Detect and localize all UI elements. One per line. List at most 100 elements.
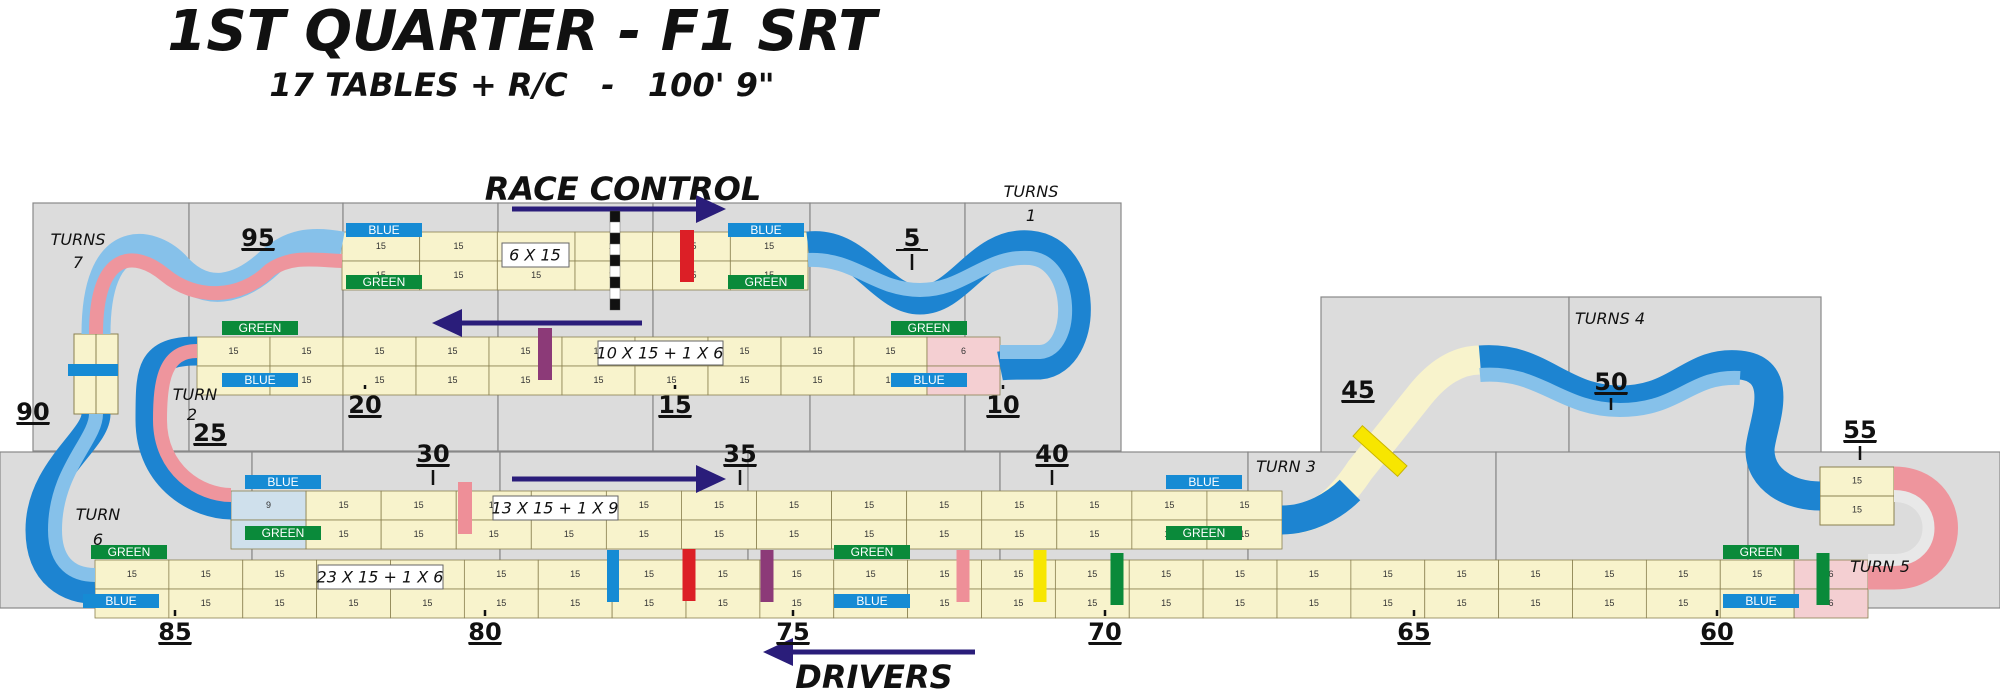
curve-inner: [1868, 490, 1935, 566]
piece-value: 15: [489, 529, 499, 539]
piece-value: 15: [718, 598, 728, 608]
straight-piece: [1128, 588, 1204, 619]
straight-piece: [906, 490, 983, 521]
straight-piece: [1276, 559, 1352, 590]
lane-tag-green: [1166, 526, 1242, 540]
piece-value: 15: [666, 375, 676, 385]
drivers-label: DRIVERS: [795, 658, 952, 693]
piece-value: 15: [1852, 475, 1862, 485]
curve-outer: [1281, 479, 1361, 535]
start-finish-square: [609, 287, 621, 300]
piece-value: 15: [1678, 598, 1688, 608]
page-subtitle: 17 TABLES + R/C - 100' 9": [269, 66, 774, 104]
piece-value: 15: [864, 500, 874, 510]
distance-marker-20: 20: [348, 391, 381, 419]
piece-value: 15: [414, 529, 424, 539]
piece-value: 15: [201, 569, 211, 579]
straight-piece: [780, 336, 855, 367]
lane-tag-blue: [1166, 475, 1242, 489]
distance-marker-40: 40: [1035, 440, 1068, 468]
distance-marker-25: 25: [193, 419, 226, 447]
start-finish-square: [609, 298, 621, 311]
straight-piece: [981, 519, 1058, 550]
straight-piece: [419, 260, 498, 291]
piece-value: 15: [593, 375, 603, 385]
piece-value: 15: [1852, 504, 1862, 514]
distance-marker-75: 75: [776, 618, 809, 646]
distance-marker-5: 5: [904, 224, 921, 252]
piece-value: 15: [789, 500, 799, 510]
straight-piece: [305, 490, 382, 521]
svg-text:6: 6: [93, 530, 103, 549]
lane-tag-label: GREEN: [1183, 526, 1226, 540]
turn-label-5: TURN 5: [1850, 557, 1910, 576]
piece-value: 15: [1161, 569, 1171, 579]
piece-value: 15: [376, 241, 386, 251]
piece-value: 15: [376, 270, 386, 280]
straight-piece: [756, 490, 832, 521]
piece-value: 15: [1235, 569, 1245, 579]
overlay: BLUE GREEN BLUE GREEN GREEN BLUE GREEN BLUE BLUE…: [16, 195, 1877, 666]
piece-value: 15: [201, 598, 211, 608]
distance-marker-60: 60: [1700, 618, 1733, 646]
piece-value: 15: [939, 500, 949, 510]
piece-value: 15: [301, 375, 311, 385]
piece-value: 15: [1161, 598, 1171, 608]
lane-tag-label: BLUE: [1188, 475, 1219, 489]
piece-value: 15: [1383, 598, 1393, 608]
lane-tag-blue: [891, 373, 967, 387]
piece-value: 15: [1531, 569, 1541, 579]
lane-tag-label: BLUE: [267, 475, 298, 489]
svg-text:23 X 15 + 1 X 6: 23 X 15 + 1 X 6: [317, 568, 444, 587]
piece-value: 15: [1087, 569, 1097, 579]
distance-marker-65: 65: [1397, 618, 1430, 646]
turn-label-4: TURNS 4: [1575, 309, 1645, 328]
lane-tag-blue: [83, 594, 159, 608]
lane-tag-label: GREEN: [108, 545, 151, 559]
piece-value: 15: [764, 241, 774, 251]
lane-tag-blue: [728, 223, 804, 237]
straight-piece: [1206, 490, 1283, 521]
piece-value: 15: [570, 598, 580, 608]
lane-tag-label: BLUE: [368, 223, 399, 237]
straight-piece: [537, 588, 613, 619]
piece-value: 15: [1014, 529, 1024, 539]
lane-tag-blue: [834, 594, 910, 608]
svg-text:TURNS: TURNS: [51, 230, 106, 249]
lane-tag-green: [346, 275, 422, 289]
lane-tag-blue: [1723, 594, 1799, 608]
lane-tag-label: BLUE: [1745, 594, 1776, 608]
lane-tag-label: GREEN: [851, 545, 894, 559]
distance-marker-95: 95: [241, 224, 274, 252]
distance-marker-70: 70: [1088, 618, 1121, 646]
straight-piece: [1572, 559, 1647, 590]
piece-value: 15: [374, 346, 384, 356]
piece-value: 15: [1014, 500, 1024, 510]
piece-value: 9: [266, 500, 271, 510]
start-finish-square: [609, 210, 621, 223]
piece-value: 15: [1604, 598, 1614, 608]
piece-value: 15: [520, 375, 530, 385]
piece-value: 15: [644, 598, 654, 608]
curve-inner: [1479, 367, 1741, 418]
straight-piece: [561, 365, 636, 396]
piece-value: 15: [374, 375, 384, 385]
marker-green: [1110, 553, 1124, 605]
svg-text:TURN: TURN: [76, 505, 121, 524]
lane-tag-green: [728, 275, 804, 289]
lane-tag-label: GREEN: [745, 275, 788, 289]
straight-piece: [168, 588, 244, 619]
piece-value: 15: [1383, 569, 1393, 579]
lane-tag-blue: [222, 373, 298, 387]
piece-value: 15: [764, 270, 774, 280]
piece-value: 15: [639, 529, 649, 539]
lane-tag-green: [222, 321, 298, 335]
svg-text:13 X 15 + 1 X 9: 13 X 15 + 1 X 9: [492, 499, 619, 518]
lane-tag-label: GREEN: [908, 321, 951, 335]
lane-tag-label: BLUE: [856, 594, 887, 608]
piece-value: 15: [792, 569, 802, 579]
distance-marker-55: 55: [1843, 416, 1876, 444]
svg-text:10 X 15 + 1 X 6: 10 X 15 + 1 X 6: [597, 344, 724, 363]
straight-piece: [853, 336, 928, 367]
